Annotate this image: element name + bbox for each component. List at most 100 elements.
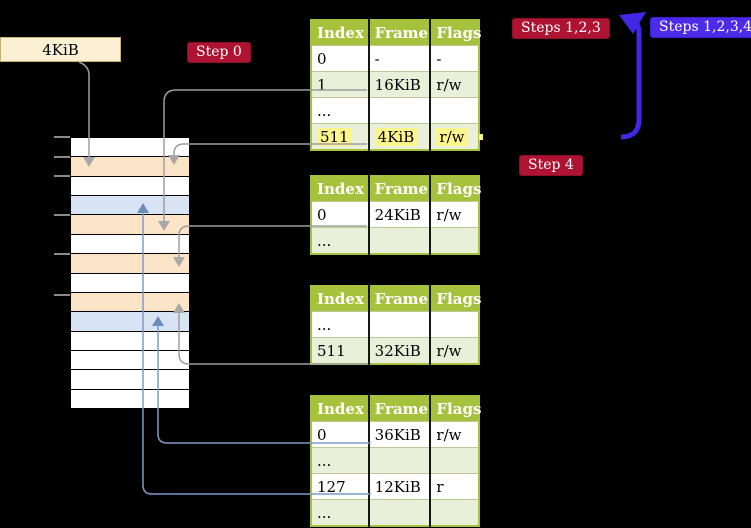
table-cell: r/w <box>430 123 479 150</box>
table-cell: ... <box>311 311 370 338</box>
recursive-loop-arrowhead-icon <box>619 12 646 34</box>
table-header-cell: Index <box>311 20 370 46</box>
memory-frame-row <box>71 312 189 332</box>
table-cell: r/w <box>430 337 479 364</box>
highlighted-value: r/w <box>436 127 468 146</box>
table-header-cell: Index <box>311 176 370 202</box>
table-row: ... <box>311 97 479 124</box>
badge-step-4: Step 4 <box>519 155 583 176</box>
table-row: ... <box>311 499 479 526</box>
table-cell: 0 <box>311 421 370 448</box>
table-cell <box>430 499 479 526</box>
table-cell: 16KiB <box>368 71 432 98</box>
table-cell: 0 <box>311 201 370 228</box>
memory-frame-row <box>71 254 189 274</box>
memory-tick <box>54 214 70 216</box>
memory-frame-row <box>71 157 189 177</box>
highlight-bleed-artifact <box>479 134 483 140</box>
memory-tick <box>54 136 70 138</box>
table-cell: 1 <box>311 71 370 98</box>
table-header-cell: Frame <box>368 286 432 312</box>
badge-steps-1-2-3: Steps 1,2,3 <box>512 18 610 39</box>
table-header-cell: Flags <box>430 286 481 312</box>
table-row: ... <box>311 227 479 254</box>
table-cell: r/w <box>430 201 479 228</box>
table-cell: ... <box>311 227 370 254</box>
table-row: 0-- <box>311 45 479 72</box>
table-cell: 24KiB <box>368 201 432 228</box>
table-cell: 36KiB <box>368 421 432 448</box>
table-cell: r/w <box>430 421 479 448</box>
table-cell <box>430 97 479 124</box>
badge-steps-1-2-3-4: Steps 1,2,3,4 <box>650 17 751 38</box>
memory-frame-row <box>71 176 189 197</box>
table-row: 511 4KiB r/w <box>311 123 479 150</box>
table-cell: 511 <box>311 123 370 150</box>
table-cell: ... <box>311 499 370 526</box>
memory-frame-row <box>71 389 189 409</box>
frame-size-label: 4KiB <box>0 37 121 62</box>
table-cell: 12KiB <box>368 473 432 500</box>
physical-memory-strip <box>70 137 190 409</box>
memory-tick <box>54 156 70 158</box>
memory-frame-row <box>71 273 189 293</box>
table-cell: ... <box>311 447 370 474</box>
recursive-loop-arrow <box>620 18 642 140</box>
memory-frame-row <box>71 331 189 351</box>
table-cell: 511 <box>311 337 370 364</box>
table-header-cell: Frame <box>368 396 432 422</box>
table-cell <box>368 311 432 338</box>
table-cell <box>368 227 432 254</box>
table-header-cell: Frame <box>368 176 432 202</box>
memory-frame-row <box>71 196 189 216</box>
table-cell: - <box>368 45 432 72</box>
table-cell: ... <box>311 97 370 124</box>
highlighted-value: 4KiB <box>374 127 418 146</box>
memory-frame-row <box>71 215 189 235</box>
memory-tick <box>54 253 70 255</box>
memory-frame-row <box>71 234 189 255</box>
table-cell <box>430 447 479 474</box>
table-cell <box>368 499 432 526</box>
memory-frame-row <box>71 292 189 313</box>
badge-step-0: Step 0 <box>187 42 251 63</box>
table-header-cell: Flags <box>430 396 481 422</box>
memory-tick <box>54 175 70 177</box>
table-cell: 4KiB <box>368 123 432 150</box>
table-cell <box>368 447 432 474</box>
table-header-cell: Flags <box>430 20 481 46</box>
memory-frame-row <box>71 350 189 371</box>
table-cell: 32KiB <box>368 337 432 364</box>
table-cell <box>430 227 479 254</box>
table-header-cell: Frame <box>368 20 432 46</box>
table-cell <box>368 97 432 124</box>
table-header-cell: Flags <box>430 176 481 202</box>
memory-tick <box>54 294 70 296</box>
table-cell: 0 <box>311 45 370 72</box>
memory-frame-row <box>71 370 189 390</box>
table-header-cell: Index <box>311 286 370 312</box>
table-row: ... <box>311 447 479 474</box>
table-cell: - <box>430 45 479 72</box>
highlighted-value: 511 <box>317 127 352 146</box>
table-header-cell: Index <box>311 396 370 422</box>
memory-frame-row <box>71 138 189 158</box>
table-row: ... <box>311 311 479 338</box>
table-cell: r <box>430 473 479 500</box>
table-cell <box>430 311 479 338</box>
table-cell: 127 <box>311 473 370 500</box>
